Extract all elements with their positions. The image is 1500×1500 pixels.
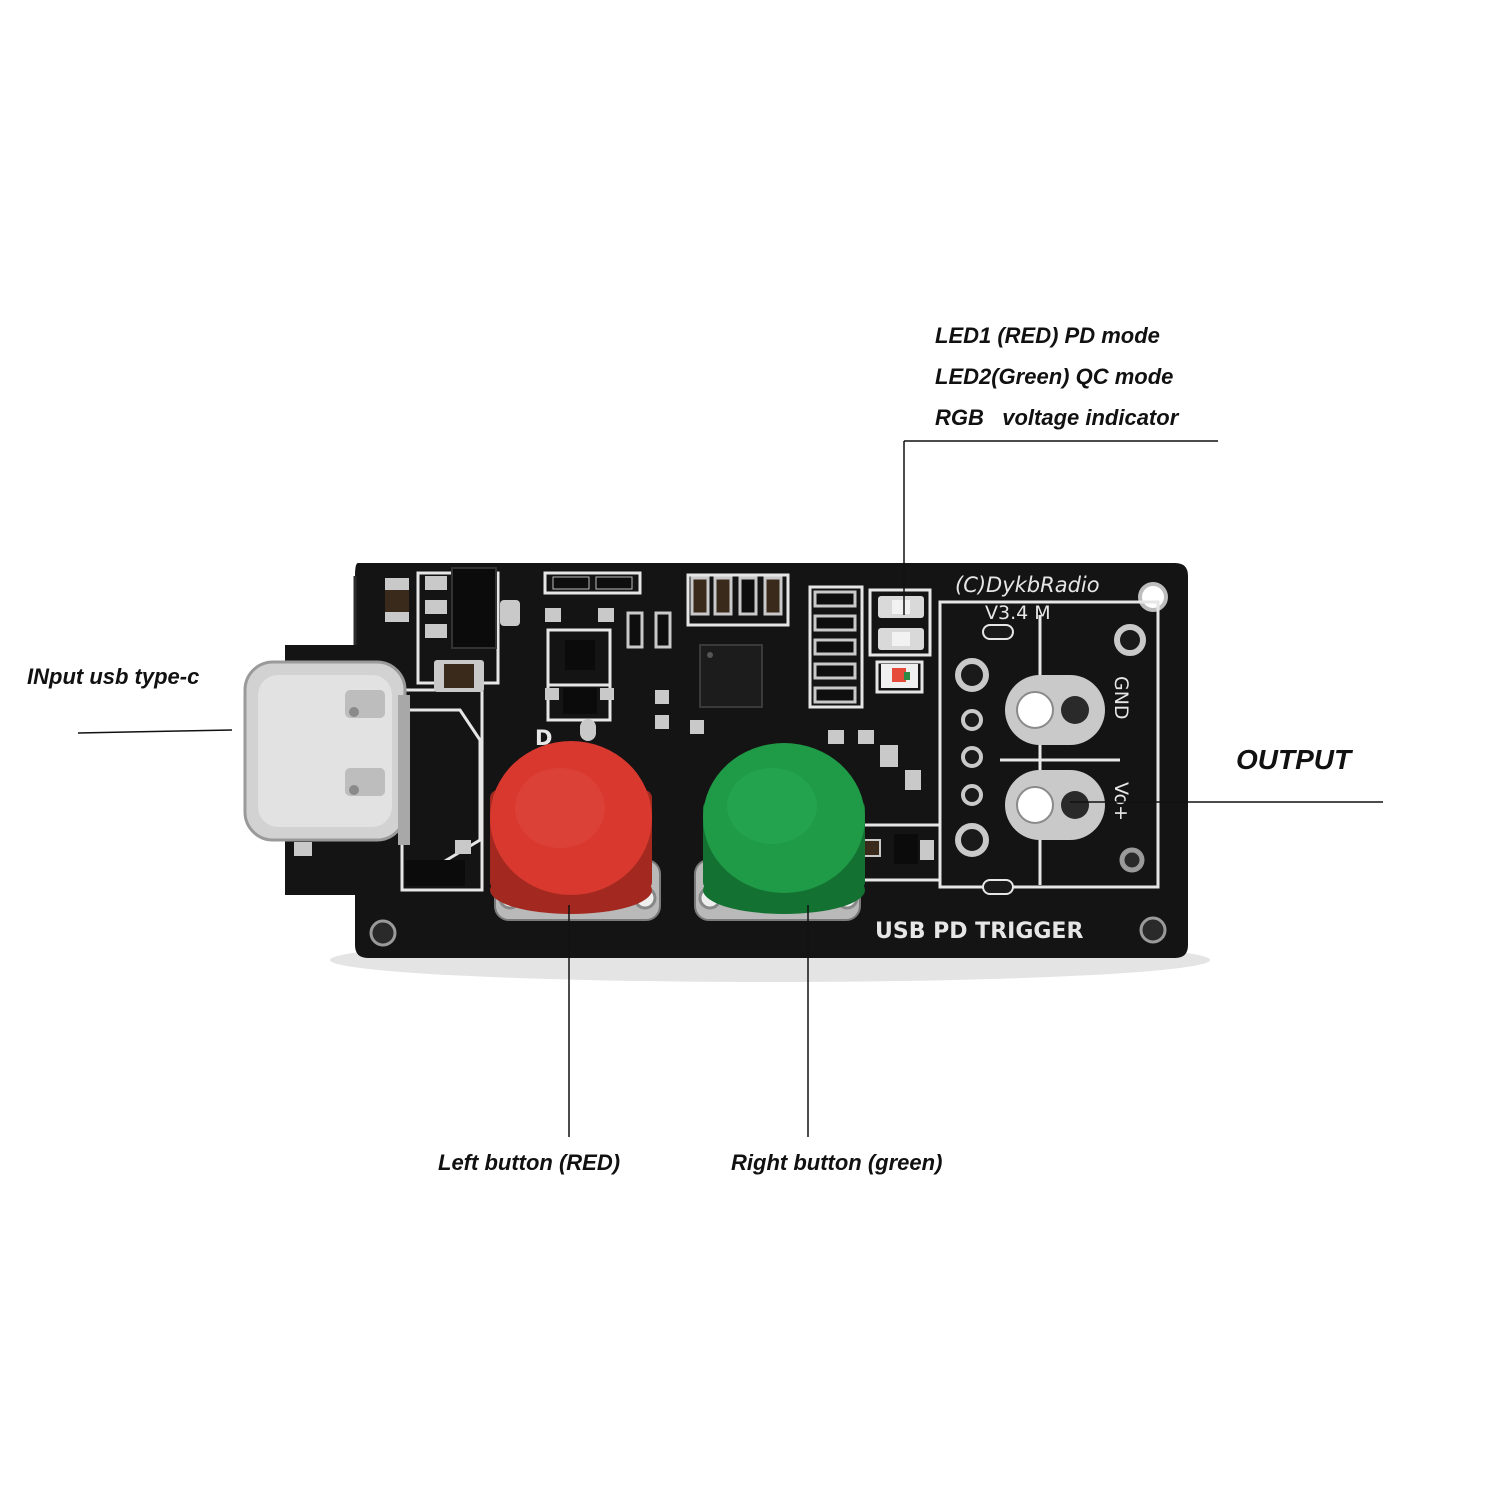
right-button-label: Right button (green): [731, 1150, 943, 1175]
leader-lines: [77, 440, 1383, 1137]
left-button-red: [490, 741, 661, 921]
output-terminals: [955, 624, 1146, 895]
output-label: OUTPUT: [1236, 744, 1352, 775]
led2-note: LED2(Green) QC mode: [935, 364, 1174, 389]
rgb-note: RGB voltage indicator: [935, 405, 1179, 430]
usb-c-connector: [243, 660, 410, 845]
input-label: INput usb type-c: [27, 664, 200, 689]
product-text: USB PD TRIGGER: [875, 919, 1083, 944]
d-marking-text: D: [535, 726, 552, 750]
led-notes: LED1 (RED) PD mode LED2(Green) QC mode R…: [935, 315, 1178, 438]
smd-components: [294, 567, 934, 886]
input-leader-line: [77, 729, 233, 734]
gnd-text: GND: [1110, 676, 1132, 720]
version-text: V3.4 M: [985, 602, 1051, 624]
left-button-label: Left button (RED): [438, 1150, 621, 1175]
brand-text: (C)DykbRadio: [955, 573, 1100, 597]
led1-note: LED1 (RED) PD mode: [935, 323, 1160, 348]
right-button-green: [694, 743, 865, 921]
status-leds: [878, 596, 924, 688]
